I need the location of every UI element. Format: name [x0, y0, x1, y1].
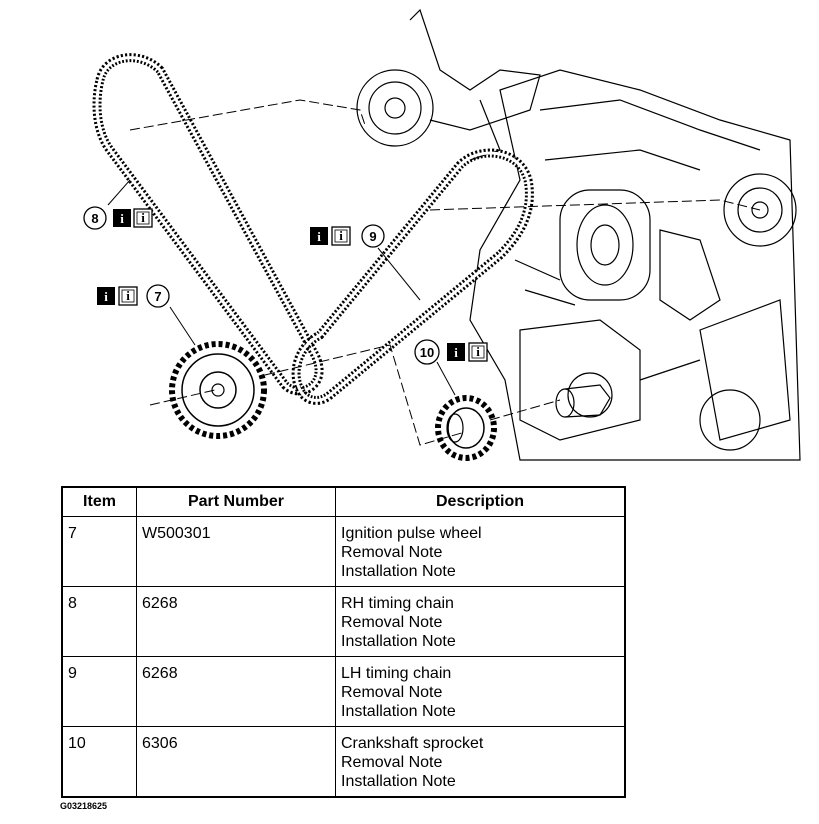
description-cell: RH timing chain Removal Note Installatio… [335, 586, 626, 657]
crankshaft-snout [555, 384, 611, 418]
removal-note-link[interactable]: Removal Note [341, 614, 443, 631]
timing-chain-diagram: 8 i i i i 9 i i [83, 8, 801, 461]
description-cell: Ignition pulse wheel Removal Note Instal… [335, 516, 626, 587]
info-filled-icon: i [97, 287, 115, 305]
svg-text:i: i [317, 229, 321, 244]
info-filled-icon: i [310, 227, 328, 245]
svg-text:i: i [126, 288, 130, 303]
ignition-pulse-wheel [169, 341, 267, 439]
svg-text:9: 9 [369, 229, 376, 244]
svg-text:7: 7 [154, 289, 161, 304]
info-outline-icon: i [468, 342, 488, 362]
header-item: Item [61, 486, 137, 517]
svg-text:10: 10 [420, 345, 434, 360]
rh-cam-sprocket [723, 173, 797, 247]
table-row: 10 6306 Crankshaft sprocket Removal Note… [61, 726, 626, 798]
installation-note-link[interactable]: Installation Note [341, 633, 456, 650]
header-part-number: Part Number [136, 486, 336, 517]
leader-lines [129, 99, 761, 446]
part-number-cell: 6268 [136, 656, 336, 727]
description-name: RH timing chain [341, 595, 454, 612]
info-filled-icon: i [447, 343, 465, 361]
camshaft-assembly [356, 8, 541, 161]
item-cell: 8 [61, 586, 137, 657]
removal-note-link[interactable]: Removal Note [341, 544, 443, 561]
table-row: 8 6268 RH timing chain Removal Note Inst… [61, 586, 626, 657]
figure-id: G03218625 [60, 801, 108, 811]
description-cell: LH timing chain Removal Note Installatio… [335, 656, 626, 727]
table-header-row: Item Part Number Description [61, 486, 626, 517]
callout-7: i i 7 [97, 284, 170, 308]
part-number-cell: W500301 [136, 516, 336, 587]
info-outline-icon: i [133, 208, 153, 228]
info-outline-icon: i [118, 286, 138, 306]
header-description: Description [335, 486, 626, 517]
svg-text:i: i [120, 211, 124, 226]
svg-text:i: i [476, 344, 480, 359]
description-name: Ignition pulse wheel [341, 525, 482, 542]
description-cell: Crankshaft sprocket Removal Note Install… [335, 726, 626, 798]
svg-text:i: i [454, 345, 458, 360]
svg-text:i: i [339, 228, 343, 243]
item-cell: 10 [61, 726, 137, 798]
removal-note-link[interactable]: Removal Note [341, 754, 443, 771]
svg-text:8: 8 [91, 211, 98, 226]
installation-note-link[interactable]: Installation Note [341, 563, 456, 580]
callout-10: 10 i i [414, 339, 488, 365]
engine-block [469, 69, 801, 461]
callout-9: i i 9 [310, 224, 385, 248]
info-outline-icon: i [331, 226, 351, 246]
part-number-cell: 6306 [136, 726, 336, 798]
crankshaft-sprocket [435, 395, 497, 461]
callout-leaders [107, 179, 456, 396]
svg-text:i: i [104, 289, 108, 304]
table-row: 9 6268 LH timing chain Removal Note Inst… [61, 656, 626, 727]
svg-text:i: i [141, 210, 145, 225]
description-name: Crankshaft sprocket [341, 735, 484, 752]
part-number-cell: 6268 [136, 586, 336, 657]
item-cell: 7 [61, 516, 137, 587]
installation-note-link[interactable]: Installation Note [341, 703, 456, 720]
description-name: LH timing chain [341, 665, 452, 682]
installation-note-link[interactable]: Installation Note [341, 773, 456, 790]
removal-note-link[interactable]: Removal Note [341, 684, 443, 701]
info-filled-icon: i [113, 209, 131, 227]
callout-8: 8 i i [83, 206, 153, 230]
item-cell: 9 [61, 656, 137, 727]
parts-table: Item Part Number Description 7 W500301 I… [61, 486, 626, 798]
lh-timing-chain [291, 148, 534, 405]
table-row: 7 W500301 Ignition pulse wheel Removal N… [61, 516, 626, 587]
